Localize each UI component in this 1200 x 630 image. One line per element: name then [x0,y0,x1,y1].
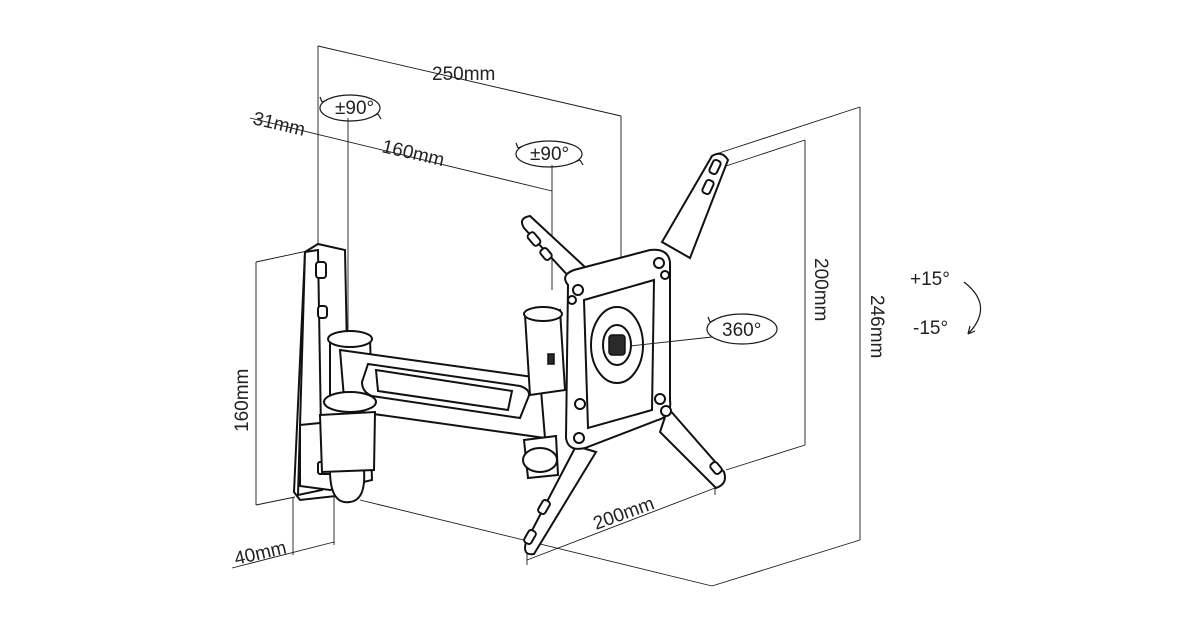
head-joint [522,306,567,480]
label-160mm-wall: 160mm [232,369,253,432]
label-200mm-h: 200mm [591,493,658,534]
swivel-badge-head [515,140,584,168]
label-swivel-wall: ±90° [335,98,374,119]
swing-arm [318,330,547,474]
label-200mm-v: 200mm [810,258,831,321]
label-rotation: 360° [722,320,761,341]
label-swivel-head: ±90° [530,144,569,165]
dim-250mm [317,45,622,275]
label-tilt-down: -15° [913,318,948,339]
label-40mm: 40mm [232,538,288,570]
tilt-arrow-icon [963,281,982,335]
vesa-plate [521,152,730,556]
label-tilt-up: +15° [910,269,950,290]
rotation-leader [629,336,713,347]
swivel-badge-wall [319,94,382,122]
dim-160mm-wall [255,249,313,506]
label-246mm: 246mm [866,295,887,358]
rotation-badge [706,313,778,345]
label-160mm-arm: 160mm [380,136,446,171]
label-31mm: 31mm [251,108,307,140]
dim-160mm-arm [249,117,553,335]
dim-200mm-v [725,139,806,471]
dim-40mm [231,490,335,569]
label-250mm: 250mm [432,64,495,85]
